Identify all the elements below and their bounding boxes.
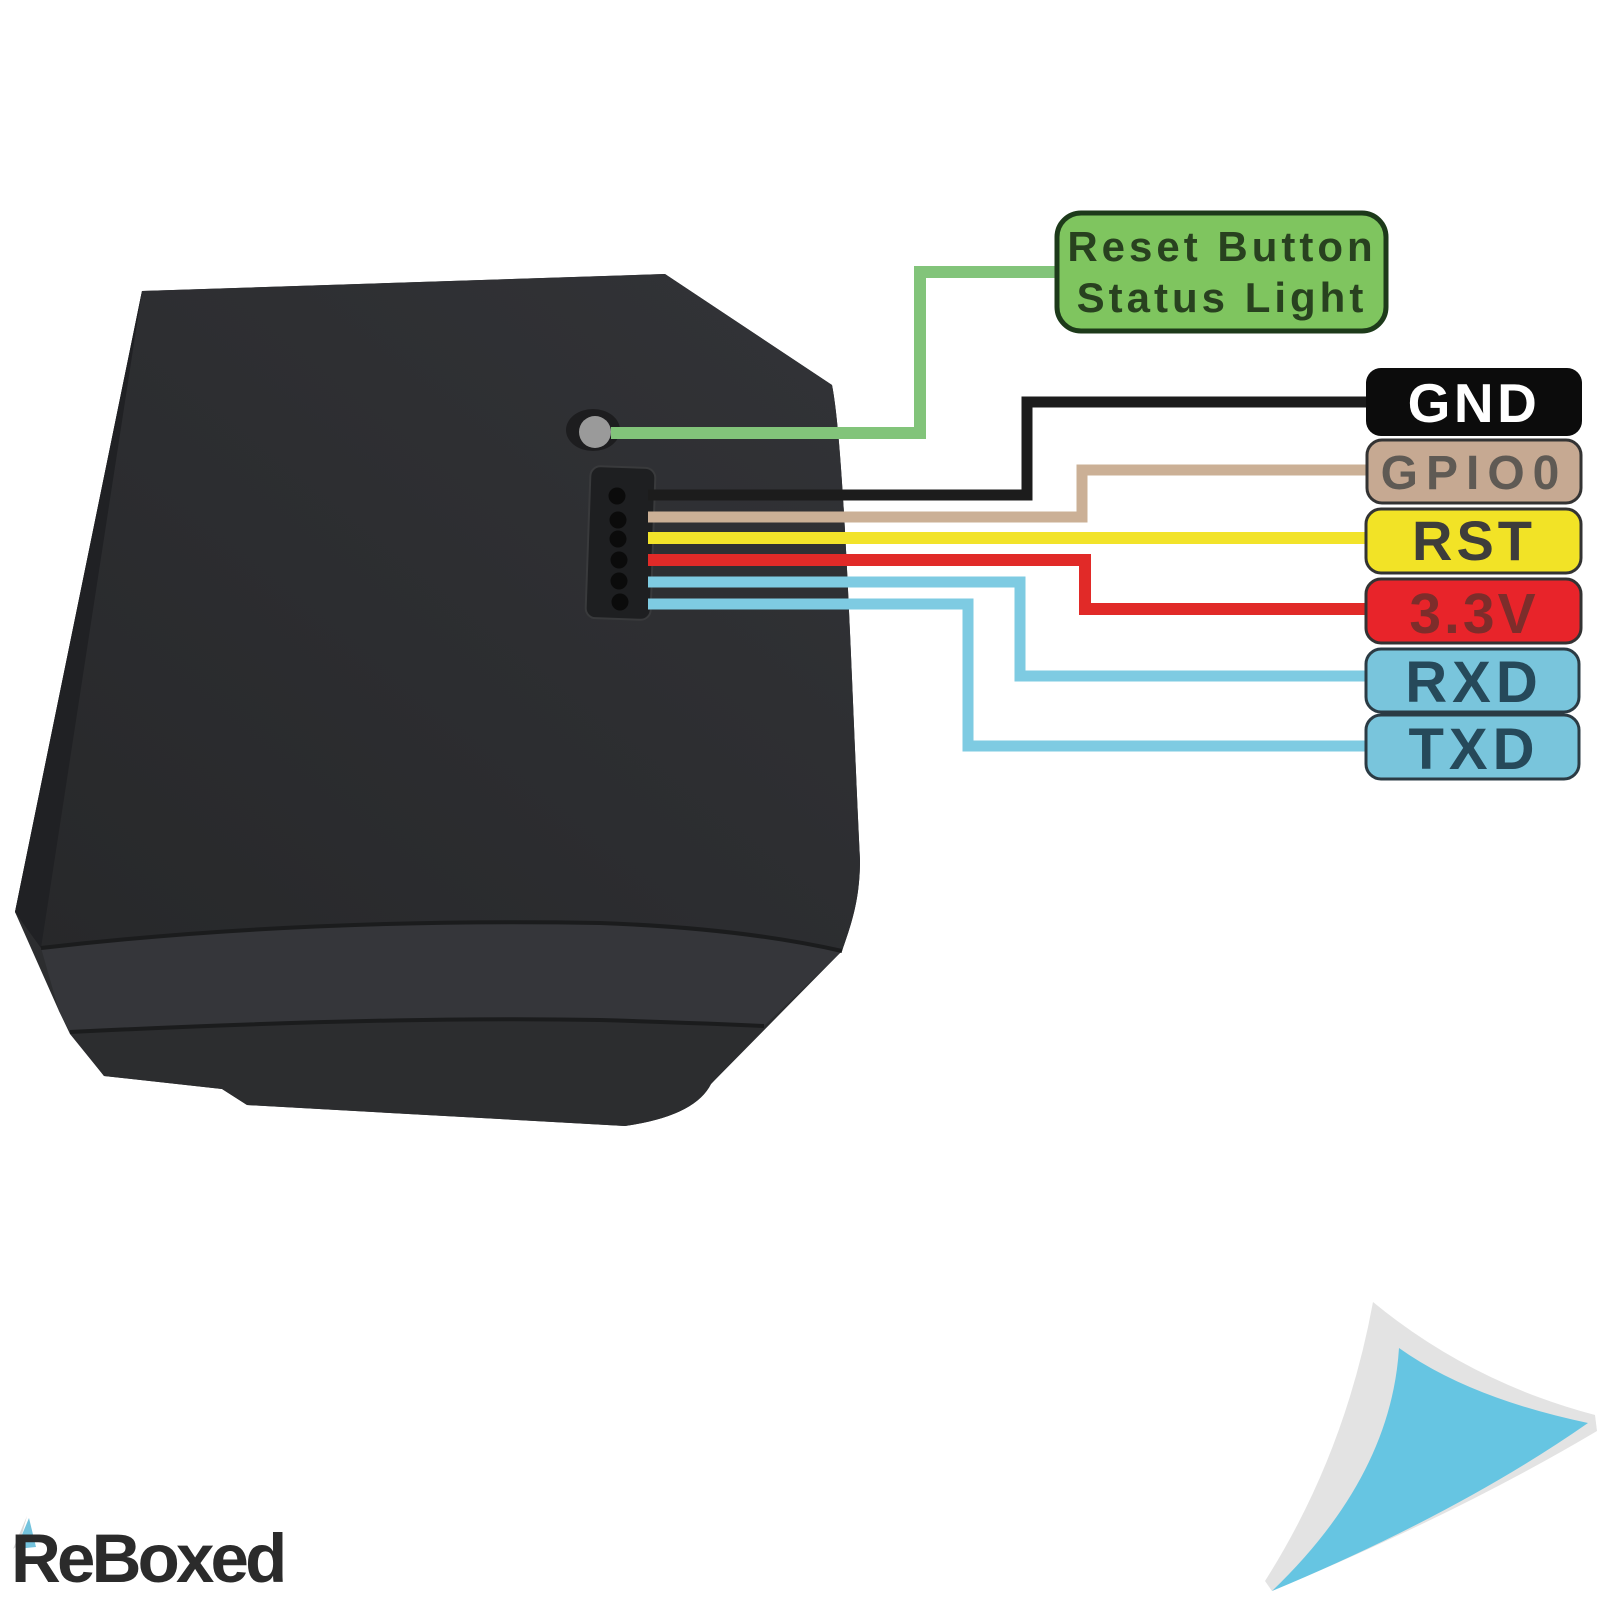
svg-text:Reset Button: Reset Button bbox=[1067, 223, 1376, 270]
svg-text:ReBoxed: ReBoxed bbox=[11, 1520, 283, 1597]
svg-text:3.3V: 3.3V bbox=[1409, 582, 1538, 646]
svg-text:RST: RST bbox=[1412, 509, 1536, 572]
svg-text:GPIO0: GPIO0 bbox=[1381, 447, 1568, 500]
svg-text:RXD: RXD bbox=[1405, 650, 1542, 715]
svg-text:Status Light: Status Light bbox=[1077, 274, 1368, 321]
svg-text:GND: GND bbox=[1408, 372, 1541, 434]
svg-text:TXD: TXD bbox=[1409, 717, 1540, 782]
